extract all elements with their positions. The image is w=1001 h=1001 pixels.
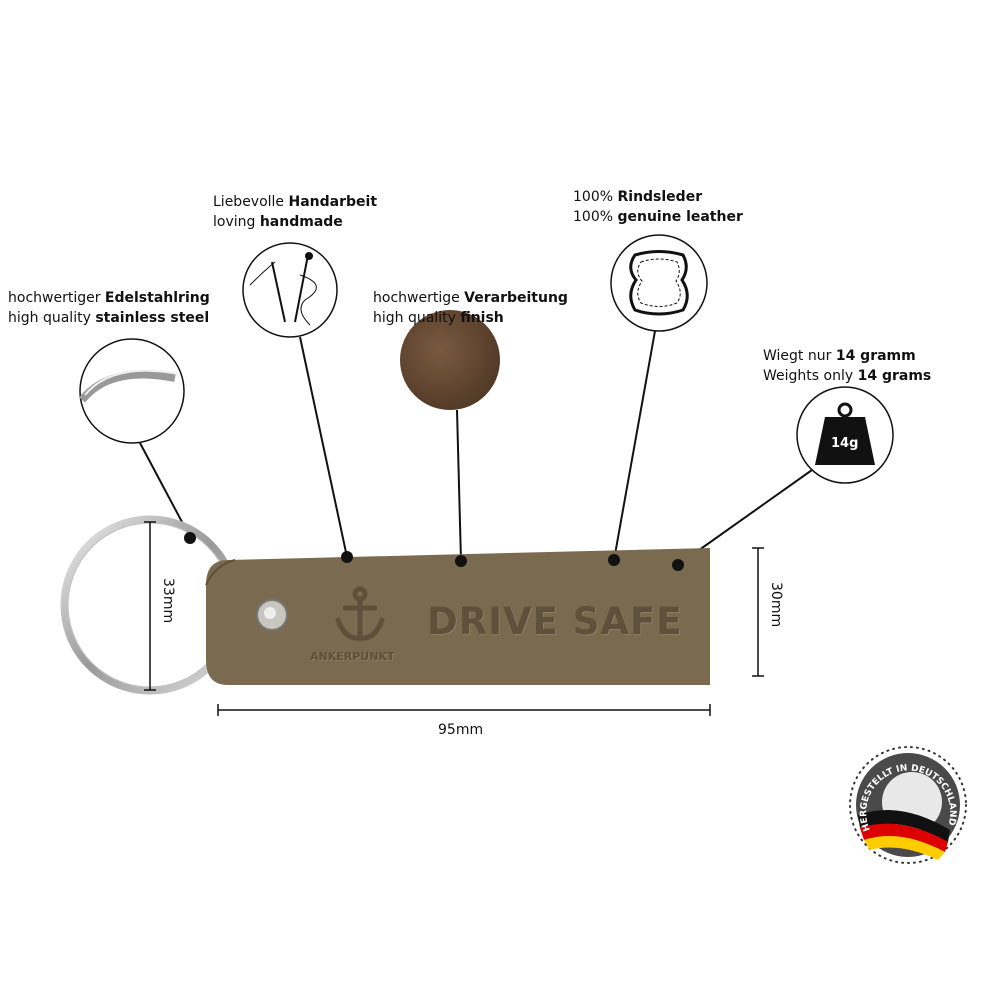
leather-keychain — [205, 548, 710, 685]
brand-text: ANKERPUNKT — [310, 650, 395, 663]
caption-leather: 100% Rindsleder 100% genuine leather — [573, 189, 743, 225]
weight-icon — [815, 417, 875, 465]
finish-circle — [400, 310, 500, 410]
anchor-icon — [335, 586, 385, 641]
length-dimension-label: 95mm — [438, 722, 484, 738]
caption-weight: Wiegt nur 14 gramm Weights only 14 grams — [763, 348, 932, 384]
weight-icon-label: 14g — [831, 436, 859, 451]
steel-ring-circle — [78, 338, 185, 444]
svg-text:HERGESTELLT IN DEUTSCHLAND: HERGESTELLT IN DEUTSCHLAND — [859, 763, 957, 832]
caption-steel: hochwertiger Edelstahlring high quality … — [8, 290, 210, 326]
engraving-text: DRIVE SAFE — [427, 600, 683, 643]
needle-circle — [242, 242, 338, 338]
dimension-lines — [144, 521, 764, 716]
leather-hide-circle — [610, 234, 708, 332]
caption-handmade: Liebevolle Handarbeit loving handmade — [213, 194, 378, 230]
weight-circle — [796, 386, 894, 484]
made-in-germany-badge — [849, 746, 967, 864]
connector-dots — [184, 532, 684, 571]
caption-finish: hochwertige Verarbeitung high quality fi… — [373, 290, 568, 326]
